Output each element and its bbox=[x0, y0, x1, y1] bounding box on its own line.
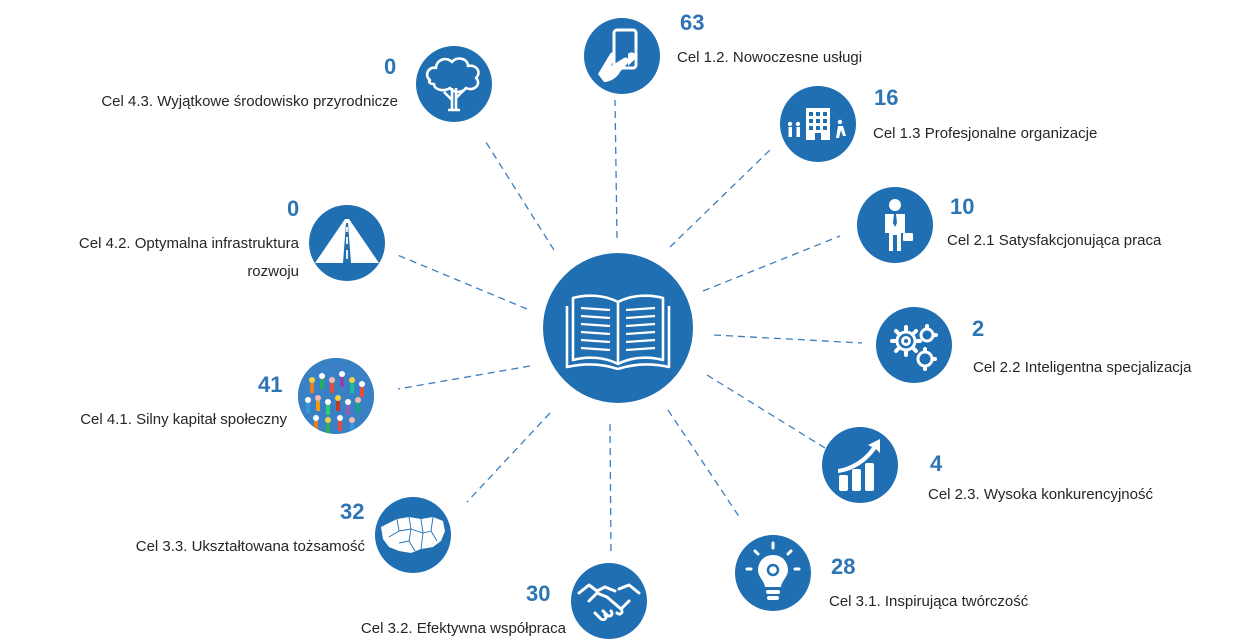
center-circle bbox=[543, 253, 693, 403]
connector-1-3 bbox=[669, 149, 771, 248]
connector-1-2 bbox=[614, 99, 618, 239]
goal-3-1-number: 28 bbox=[831, 554, 856, 579]
connector-3-3 bbox=[466, 412, 551, 503]
goal-4-2-label-line2: rozwoju bbox=[247, 263, 299, 280]
goal-1-2-number: 63 bbox=[680, 10, 705, 35]
connector-3-2 bbox=[609, 423, 612, 557]
goal-1-3-label: Cel 1.3 Profesjonalne organizacje bbox=[873, 125, 1098, 142]
goal-1-2-circle bbox=[584, 18, 660, 94]
goal-2-2-circle bbox=[876, 307, 952, 383]
goal-4-1-label: Cel 4.1. Silny kapitał społeczny bbox=[80, 411, 287, 428]
goal-4-3-label: Cel 4.3. Wyjątkowe środowisko przyrodnic… bbox=[101, 93, 398, 110]
goal-4-3-circle bbox=[416, 46, 492, 122]
gears-icon bbox=[890, 324, 938, 371]
goal-4-1-circle bbox=[298, 358, 374, 434]
goal-2-3-number: 4 bbox=[930, 451, 943, 476]
goal-2-1-circle bbox=[857, 187, 933, 263]
tree-icon bbox=[425, 57, 480, 112]
goal-3-3-circle bbox=[375, 497, 451, 573]
goal-4-1-number: 41 bbox=[258, 372, 283, 397]
road-icon bbox=[315, 219, 379, 263]
connector-4-3 bbox=[483, 138, 555, 251]
goal-4-2-number: 0 bbox=[287, 196, 300, 221]
connector-2-1 bbox=[702, 235, 841, 292]
goal-3-3-label: Cel 3.3. Ukształtowana tożsamość bbox=[135, 538, 365, 555]
goal-4-2-circle bbox=[309, 205, 385, 281]
goal-3-1-circle bbox=[735, 535, 811, 611]
open-book-icon bbox=[565, 294, 671, 370]
goal-3-2-label: Cel 3.2. Efektywna współpraca bbox=[360, 620, 566, 637]
goal-2-1-number: 10 bbox=[950, 194, 975, 219]
goal-2-2-label: Cel 2.2 Inteligentna specjalizacja bbox=[973, 359, 1192, 376]
connector-2-2 bbox=[713, 334, 863, 344]
goal-2-3-label: Cel 2.3. Wysoka konkurencyjność bbox=[928, 486, 1153, 503]
goal-3-2-number: 30 bbox=[526, 581, 551, 606]
goal-3-2-circle bbox=[571, 563, 647, 639]
growth-chart-icon bbox=[838, 439, 880, 491]
handshake-icon bbox=[577, 583, 641, 622]
goal-4-2-label-line1: Cel 4.2. Optymalna infrastruktura bbox=[78, 235, 299, 252]
goal-2-1-label: Cel 2.1 Satysfakcjonująca praca bbox=[947, 232, 1162, 249]
lightbulb-icon bbox=[745, 541, 801, 600]
goal-1-3-number: 16 bbox=[874, 85, 899, 110]
goal-1-3-circle bbox=[780, 86, 856, 162]
region-map-icon bbox=[381, 516, 445, 553]
connector-4-1 bbox=[397, 365, 531, 390]
businessman-briefcase-icon bbox=[885, 199, 913, 251]
goal-1-2-label: Cel 1.2. Nowoczesne usługi bbox=[677, 49, 863, 66]
connector-4-2 bbox=[394, 253, 528, 310]
connector-3-1 bbox=[667, 409, 741, 519]
goal-4-3-number: 0 bbox=[384, 54, 397, 79]
smartphone-hand-icon bbox=[598, 28, 638, 82]
goal-2-2-number: 2 bbox=[972, 316, 985, 341]
goal-2-3-circle bbox=[822, 427, 898, 503]
goal-3-1-label: Cel 3.1. Inspirująca twórczość bbox=[829, 593, 1029, 610]
goal-3-3-number: 32 bbox=[340, 499, 365, 524]
connector-2-3 bbox=[706, 374, 826, 449]
office-building-people-icon bbox=[787, 108, 846, 140]
crowd-icon bbox=[298, 358, 374, 434]
